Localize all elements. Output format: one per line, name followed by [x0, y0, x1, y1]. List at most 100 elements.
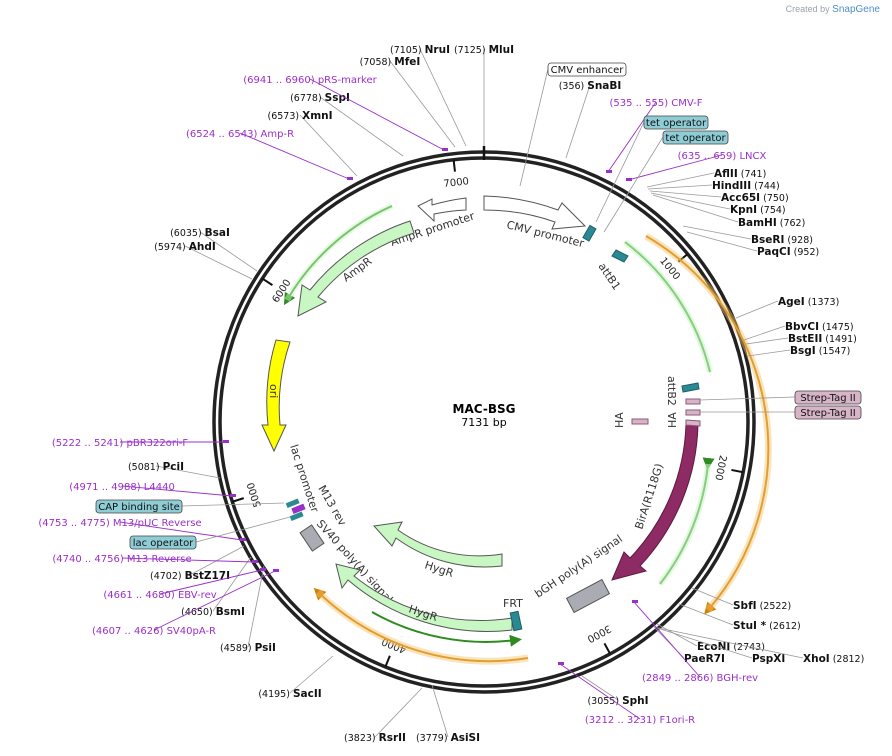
svg-text:(356) SnaBI: (356) SnaBI [559, 80, 622, 92]
attb2-marker[interactable] [681, 382, 700, 393]
svg-text:BamHI (762): BamHI (762) [738, 217, 805, 229]
strep-tag-marker-1[interactable] [685, 398, 701, 405]
m13-marker[interactable] [291, 503, 306, 515]
enzyme-site-asisi[interactable]: (3779) AsiSI [416, 684, 480, 744]
enzyme-site-psii[interactable]: (4589) PsiI [220, 565, 276, 654]
enzyme-site-sspi[interactable]: (6778) SspI [290, 92, 404, 157]
primer-ebvrev[interactable]: (4661 .. 4680) EBV-rev [103, 568, 266, 601]
enzyme-site-mlui[interactable]: (7125) MluI [454, 44, 514, 146]
enzyme-site-paqci[interactable]: PaqCI (952) [686, 231, 819, 258]
primer-lncx[interactable]: (635 .. 659) LNCX [626, 151, 767, 181]
attb1-marker-1[interactable] [582, 224, 597, 242]
svg-text:(4607 .. 4626) SV40pA-R: (4607 .. 4626) SV40pA-R [92, 626, 216, 637]
primer-m13reverse[interactable]: (4740 .. 4756) M13 Reverse [52, 554, 258, 565]
svg-text:PaqCI (952): PaqCI (952) [757, 246, 819, 258]
enzyme-site-bamhi[interactable]: BamHI (762) [652, 194, 805, 229]
frt-marker[interactable] [509, 610, 523, 632]
enzyme-site-bsgi[interactable]: BsgI (1547) [747, 345, 850, 357]
feature-box-capbindingsite[interactable]: CAP binding site [95, 499, 285, 514]
svg-text:(4702) BstZ17I: (4702) BstZ17I [150, 570, 230, 582]
svg-text:StuI * (2612): StuI * (2612) [733, 620, 801, 632]
sv40-polya-left[interactable] [299, 524, 325, 552]
enzyme-site-econi[interactable]: EcoNI (2743) [656, 623, 765, 653]
tick-mark-2000 [731, 468, 744, 474]
tick-mark-6000 [261, 277, 273, 286]
enzyme-site-bseri[interactable]: BseRI (928) [682, 225, 813, 246]
ori-arrow[interactable] [261, 339, 291, 453]
bgh-polya-block[interactable] [565, 578, 611, 614]
svg-text:XhoI (2812): XhoI (2812) [803, 653, 864, 665]
ampr-arrow[interactable] [297, 220, 415, 317]
bira-arrow[interactable] [611, 423, 699, 581]
primer-bghrev[interactable]: (2849 .. 2866) BGH-rev [632, 600, 758, 684]
svg-text:BstEII (1491): BstEII (1491) [788, 333, 857, 345]
primer-l4440[interactable]: (4971 .. 4988) L4440 [69, 482, 236, 497]
enzyme-site-acc65i[interactable]: Acc65I (750) [649, 190, 789, 204]
feature-box-cmvenhancer[interactable]: CMV enhancer [519, 62, 627, 187]
tick-mark-5000 [232, 497, 245, 503]
enzyme-site-agei[interactable]: AgeI (1373) [735, 296, 839, 319]
enzyme-site-sacii[interactable]: (4195) SacII [258, 655, 334, 700]
enzyme-site-kpni[interactable]: KpnI (754) [650, 192, 786, 216]
hygr-orf-line [371, 611, 522, 647]
enzyme-site-aflii[interactable]: AflII (741) [646, 168, 766, 188]
feature-box-tetoperator[interactable]: tet operator [603, 130, 729, 233]
enzyme-site-sphi[interactable]: (3055) SphI [581, 675, 649, 707]
svg-text:(3823) RsrII: (3823) RsrII [344, 732, 406, 744]
svg-text:(6778) SspI: (6778) SspI [290, 92, 350, 104]
hygr-arrow-inner[interactable] [373, 521, 503, 568]
svg-text:(6941 .. 6960) pRS-marker: (6941 .. 6960) pRS-marker [243, 75, 377, 86]
ha-marker-1[interactable] [631, 418, 649, 425]
tick-label-2000: 2000 [712, 454, 728, 481]
enzyme-site-sbfi[interactable]: SbfI (2522) [691, 587, 791, 612]
enzyme-site-bsai[interactable]: (6035) BsaI [170, 227, 258, 272]
enzyme-site-nrui[interactable]: (7105) NruI [390, 44, 467, 147]
feature-box-tetoperator[interactable]: tet operator [595, 115, 709, 223]
enzyme-site-snabi[interactable]: (356) SnaBI [559, 80, 622, 159]
feature-label-attb2: attB2 [665, 376, 678, 406]
svg-text:HindIII (744): HindIII (744) [712, 180, 780, 192]
tick-mark-4000 [384, 655, 391, 668]
primer-pbr322orif[interactable]: (5222 .. 5241) pBR322ori-F [52, 438, 229, 449]
enzyme-site-xmni[interactable]: (6573) XmnI [267, 110, 358, 177]
primer-ampr[interactable]: (6524 .. 6543) Amp-R [186, 129, 353, 180]
ampr-promoter-arrow[interactable] [417, 197, 467, 223]
cmv-promoter-arrow[interactable] [483, 195, 587, 230]
svg-text:EcoNI (2743): EcoNI (2743) [697, 641, 765, 653]
feature-box-streptagii[interactable]: Strep-Tag II [700, 405, 862, 420]
svg-text:CMV enhancer: CMV enhancer [551, 65, 625, 76]
enzyme-site-bsmi[interactable]: (4650) BsmI [181, 556, 252, 618]
credit-prefix: Created by [785, 4, 830, 14]
feature-box-lacoperator[interactable]: lac operator [129, 516, 291, 550]
credit-brand: SnapGene [832, 4, 880, 15]
primer-cmvf[interactable]: (535 .. 555) CMV-F [606, 98, 703, 173]
hygr-orange-line [313, 587, 529, 663]
enzyme-site-rsrii[interactable]: (3823) RsrII [344, 687, 423, 744]
feature-box-streptagii[interactable]: Strep-Tag II [699, 390, 862, 405]
enzyme-site-bsteii[interactable]: BstEII (1491) [745, 333, 857, 345]
enzyme-site-pcii[interactable]: (5081) PciI [128, 461, 221, 479]
lac-operator-marker[interactable] [289, 511, 304, 522]
enzyme-site-ahdi[interactable]: (5974) AhdI [154, 241, 253, 280]
primer-prsmarker[interactable]: (6941 .. 6960) pRS-marker [243, 75, 448, 151]
primer-sv40par[interactable]: (4607 .. 4626) SV40pA-R [92, 569, 279, 637]
enzyme-site-bbvci[interactable]: BbvCI (1475) [743, 321, 854, 341]
enzyme-site-hindiii[interactable]: HindIII (744) [647, 180, 780, 192]
enzyme-site-stui[interactable]: StuI * (2612) [678, 603, 801, 632]
hygr-arrow-outer[interactable] [335, 563, 513, 632]
enzyme-site-xhoi[interactable]: XhoI (2812) [653, 626, 864, 665]
primer-f1orir[interactable]: (3212 .. 3231) F1ori-R [558, 662, 695, 726]
feature-label-frt: FRT [503, 597, 523, 610]
enzyme-site-pspxi[interactable]: PspXI [653, 626, 785, 665]
feature-label-ha-1: HA [613, 412, 626, 428]
enzyme-site-mfei[interactable]: (7058) MfeI [360, 56, 456, 148]
ha-marker-2[interactable] [685, 419, 701, 427]
primer-m13pucreverse[interactable]: (4753 .. 4775) M13/pUC Reverse [38, 518, 246, 541]
cap-site-marker[interactable] [285, 498, 300, 509]
feature-label-bgh-polya: bGH poly(A) signal [532, 532, 624, 600]
svg-text:tet operator: tet operator [665, 133, 726, 144]
svg-text:(7058) MfeI: (7058) MfeI [360, 56, 421, 68]
strep-tag-marker-2[interactable] [685, 409, 701, 416]
attb1-marker-2[interactable] [611, 249, 629, 263]
svg-text:(4195) SacII: (4195) SacII [258, 688, 321, 700]
